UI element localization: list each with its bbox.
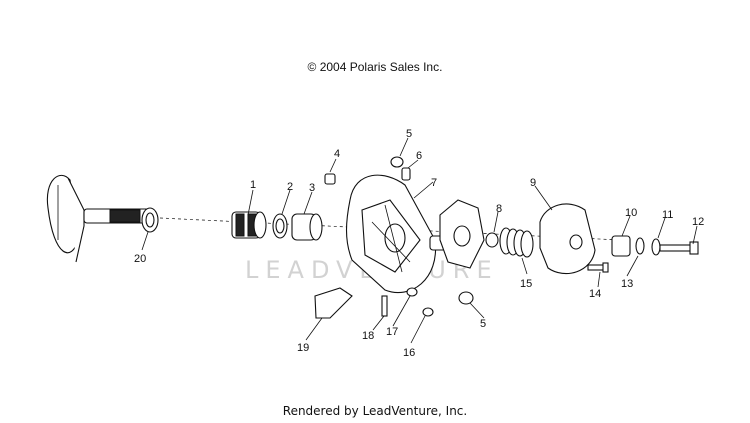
part-9-cover [539,203,596,275]
part-2-ring [272,213,288,239]
part-18-screw [381,295,388,317]
rendered-by-footer: Rendered by LeadVenture, Inc. [282,404,468,418]
leader-12 [692,225,698,245]
leader-5-top [399,137,409,157]
callout-9: 9 [530,177,536,189]
callout-2: 2 [287,181,293,193]
callout-16: 16 [403,347,415,359]
part-16-roller [422,307,434,317]
part-4-nut [324,173,336,185]
leader-8 [493,211,499,233]
callout-10: 10 [625,207,637,219]
leader-20 [141,231,149,251]
callout-17: 17 [386,326,398,338]
callout-18: 18 [362,330,374,342]
leader-11 [657,217,666,239]
leader-6 [407,159,419,169]
leader-17 [392,295,411,327]
copyright-notice: © 2004 Polaris Sales Inc. [307,60,443,74]
callout-3: 3 [309,182,315,194]
leader-4 [329,158,337,173]
part-19-shim [314,287,353,319]
part-8-spider [439,199,499,269]
callout-15: 15 [520,278,532,290]
leader-16 [410,315,426,344]
leader-7 [413,181,434,199]
callout-19: 19 [297,342,309,354]
part-15-spring [499,227,534,258]
part-5-button-top [390,156,404,168]
callout-1: 1 [250,179,256,191]
leader-9 [534,185,553,211]
callout-11: 11 [662,209,673,221]
leader-2 [281,189,291,215]
part-7-moveable-sheave [345,174,447,294]
leader-18 [372,315,385,331]
part-6-pin [401,167,411,181]
leader-1 [247,189,254,216]
part-11-washer [651,238,661,256]
callout-20: 20 [134,253,146,265]
part-17-roller [406,287,418,297]
callout-5-bottom: 5 [480,318,486,330]
leader-10 [621,215,631,237]
part-1-bearing [231,211,267,239]
callout-12: 12 [692,216,704,228]
leader-19 [305,317,323,341]
part-5-button-bottom [458,291,474,305]
part-20-washer [141,207,159,233]
part-14-bolt [587,262,609,273]
callout-8: 8 [496,203,502,215]
leader-15 [521,257,528,275]
callout-7: 7 [431,177,437,189]
part-13-washer [635,237,645,255]
callout-13: 13 [621,278,633,290]
part-20-sheave-shaft [46,174,155,263]
part-3-bushing [291,213,323,241]
leader-5-bottom [469,302,485,319]
leader-14 [597,271,601,288]
part-10-bushing [611,235,631,257]
part-12-bolt [659,241,699,255]
leader-13 [626,255,639,277]
callout-5-top: 5 [406,128,412,140]
callout-6: 6 [416,150,422,162]
leader-3 [303,191,313,215]
callout-4: 4 [334,148,340,160]
callout-14: 14 [589,288,601,300]
